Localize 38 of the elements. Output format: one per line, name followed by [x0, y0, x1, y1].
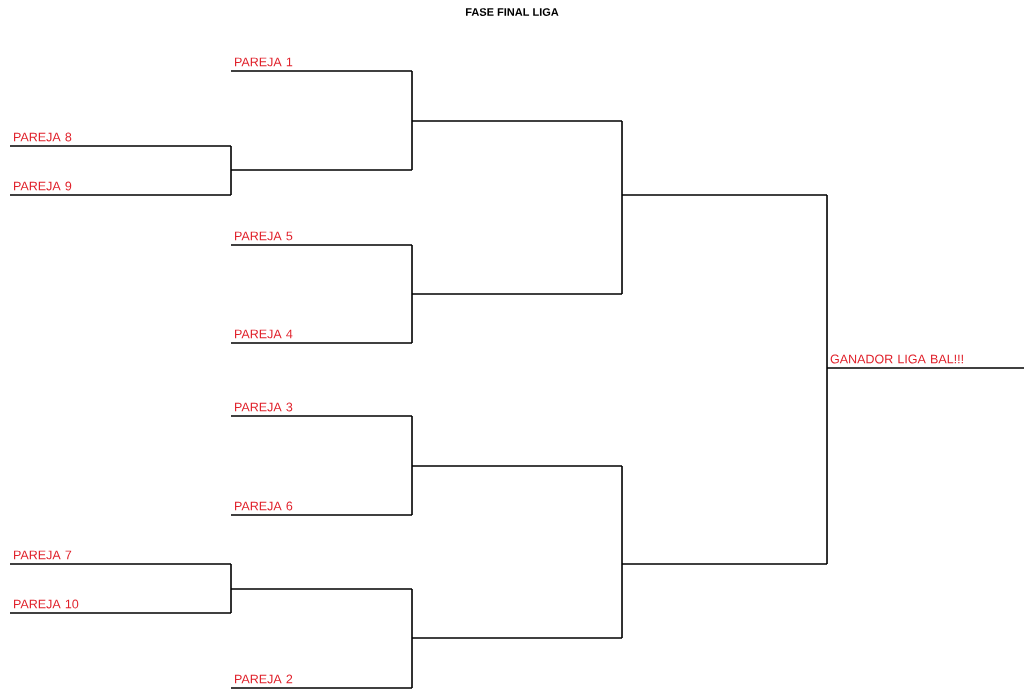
bracket-line	[411, 293, 623, 295]
team-line: GANADOR LIGA BAL!!!	[826, 354, 1024, 369]
bracket-connector	[230, 563, 232, 590]
team-line: PAREJA 7	[9, 550, 232, 565]
bracket-connector	[230, 169, 232, 196]
team-line: PAREJA 3	[230, 402, 413, 417]
team-line: PAREJA 2	[230, 674, 413, 689]
bracket-line	[621, 563, 828, 565]
bracket-connector	[411, 465, 413, 516]
bracket-line	[411, 637, 623, 639]
bracket-connector	[411, 293, 413, 344]
team-line: PAREJA 1	[230, 57, 413, 72]
bracket-line	[411, 465, 623, 467]
bracket-connector	[411, 588, 413, 639]
team-line: PAREJA 6	[230, 501, 413, 516]
team-line: PAREJA 10	[9, 599, 232, 614]
bracket-connector	[826, 194, 828, 369]
bracket-connector	[621, 120, 623, 196]
bracket-connector	[230, 588, 232, 614]
bracket-connector	[411, 415, 413, 467]
bracket-connector	[621, 465, 623, 565]
team-line: PAREJA 8	[9, 132, 232, 147]
title: FASE FINAL LIGA	[466, 8, 559, 16]
team-line: PAREJA 9	[9, 181, 232, 196]
bracket-connector	[411, 120, 413, 171]
bracket-connector	[411, 637, 413, 689]
team-line: PAREJA 5	[230, 231, 413, 246]
bracket-line	[230, 169, 413, 171]
bracket-connector	[621, 194, 623, 295]
bracket-line	[230, 588, 413, 590]
bracket-connector	[230, 145, 232, 171]
bracket-line	[411, 120, 623, 122]
bracket-connector	[411, 70, 413, 122]
team-line: PAREJA 4	[230, 329, 413, 344]
bracket-connector	[621, 563, 623, 639]
bracket-connector	[826, 367, 828, 565]
bracket-line	[621, 194, 828, 196]
bracket-connector	[411, 244, 413, 295]
